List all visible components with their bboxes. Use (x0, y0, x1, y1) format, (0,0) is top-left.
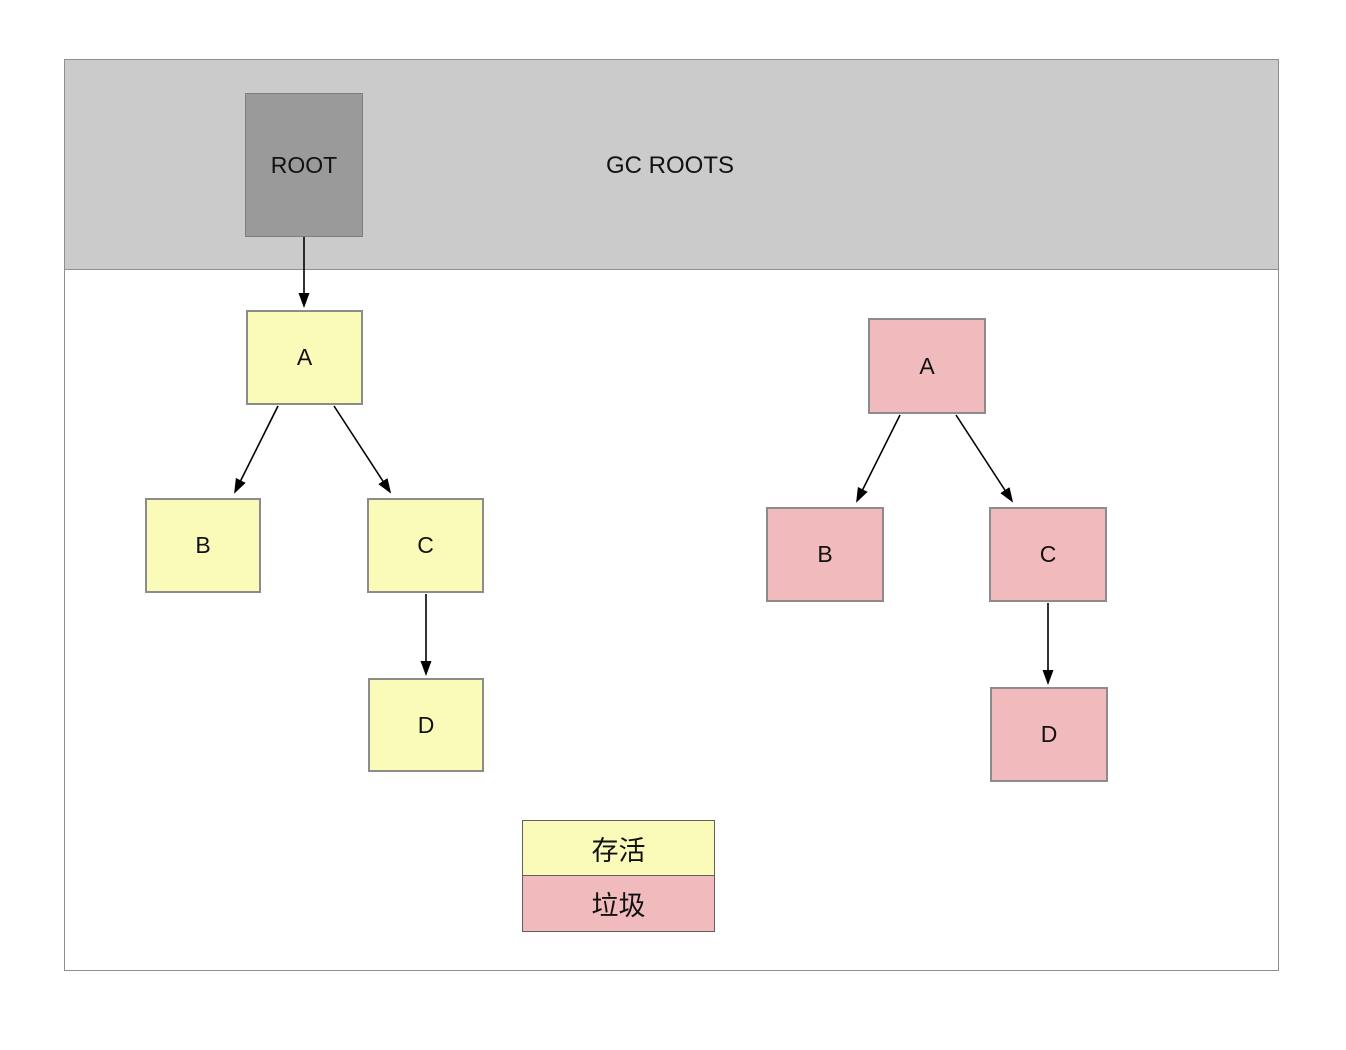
garbage-node-c: C (989, 507, 1107, 602)
legend: 存活 垃圾 (522, 820, 715, 932)
live-node-c: C (367, 498, 484, 593)
garbage-node-d-label: D (1040, 721, 1058, 747)
live-node-d: D (368, 678, 484, 772)
legend-alive-label: 存活 (591, 835, 646, 866)
live-node-a-label: A (296, 344, 313, 370)
garbage-node-c-label: C (1039, 541, 1057, 567)
garbage-node-b: B (766, 507, 884, 602)
root-label: ROOT (270, 151, 338, 178)
gc-roots-title: GC ROOTS (605, 152, 734, 179)
live-node-a: A (246, 310, 363, 405)
live-node-b: B (145, 498, 261, 593)
garbage-node-a: A (868, 318, 986, 414)
legend-row-alive: 存活 (523, 821, 714, 876)
garbage-node-a-label: A (919, 352, 935, 379)
live-node-d-label: D (417, 711, 435, 738)
live-node-c-label: C (417, 532, 434, 558)
garbage-node-b-label: B (817, 541, 833, 567)
legend-row-garbage: 垃圾 (523, 876, 714, 931)
live-node-b-label: B (195, 532, 211, 558)
garbage-node-d: D (990, 687, 1108, 782)
root-box: ROOT (245, 93, 363, 237)
legend-garbage-label: 垃圾 (591, 891, 646, 921)
